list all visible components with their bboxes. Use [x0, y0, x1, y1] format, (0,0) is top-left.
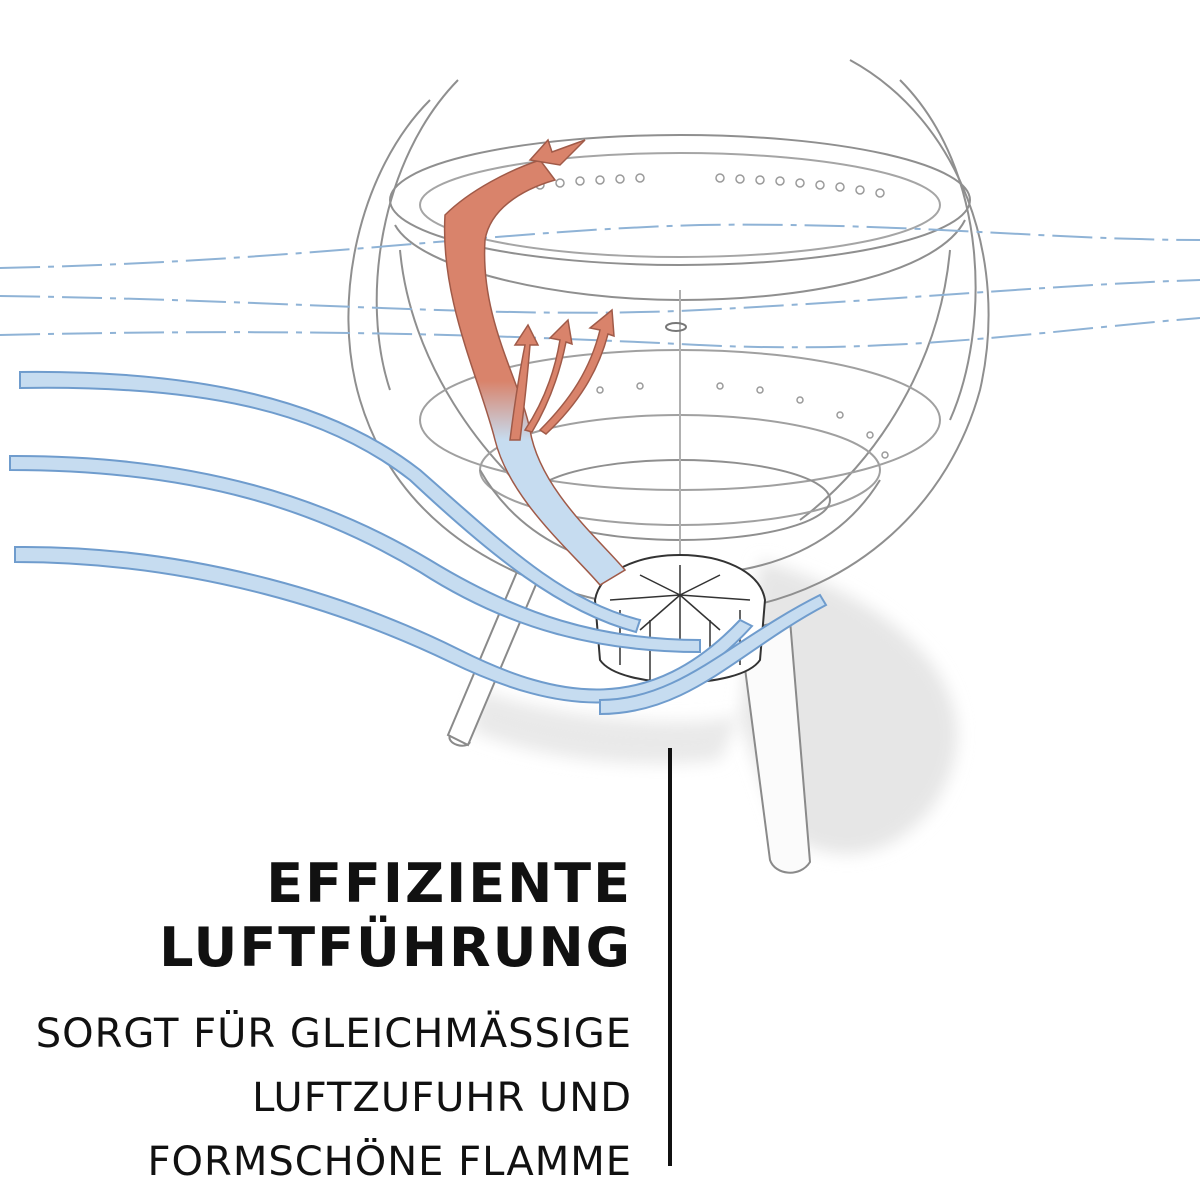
headline-line-1: EFFIZIENTE — [266, 852, 632, 915]
cold-air-streams — [9, 370, 828, 716]
subline-line-2: LUFTZUFUHR UND — [252, 1075, 632, 1121]
subline-line-1: SORGT FÜR GLEICHMÄSSIGE — [35, 1011, 632, 1057]
subline-line-3: FORMSCHÖNE FLAMME — [147, 1139, 632, 1185]
feature-text: EFFIZIENTE LUFTFÜHRUNG SORGT FÜR GLEICHM… — [36, 852, 632, 1194]
bowl-sketch — [347, 59, 990, 684]
subline: SORGT FÜR GLEICHMÄSSIGE LUFTZUFUHR UND F… — [36, 1002, 632, 1194]
rising-flow — [443, 138, 627, 586]
headline: EFFIZIENTE LUFTFÜHRUNG — [36, 852, 632, 980]
wind-dashed-lines — [0, 223, 1200, 349]
vertical-divider — [668, 748, 672, 1166]
headline-line-2: LUFTFÜHRUNG — [159, 916, 632, 979]
